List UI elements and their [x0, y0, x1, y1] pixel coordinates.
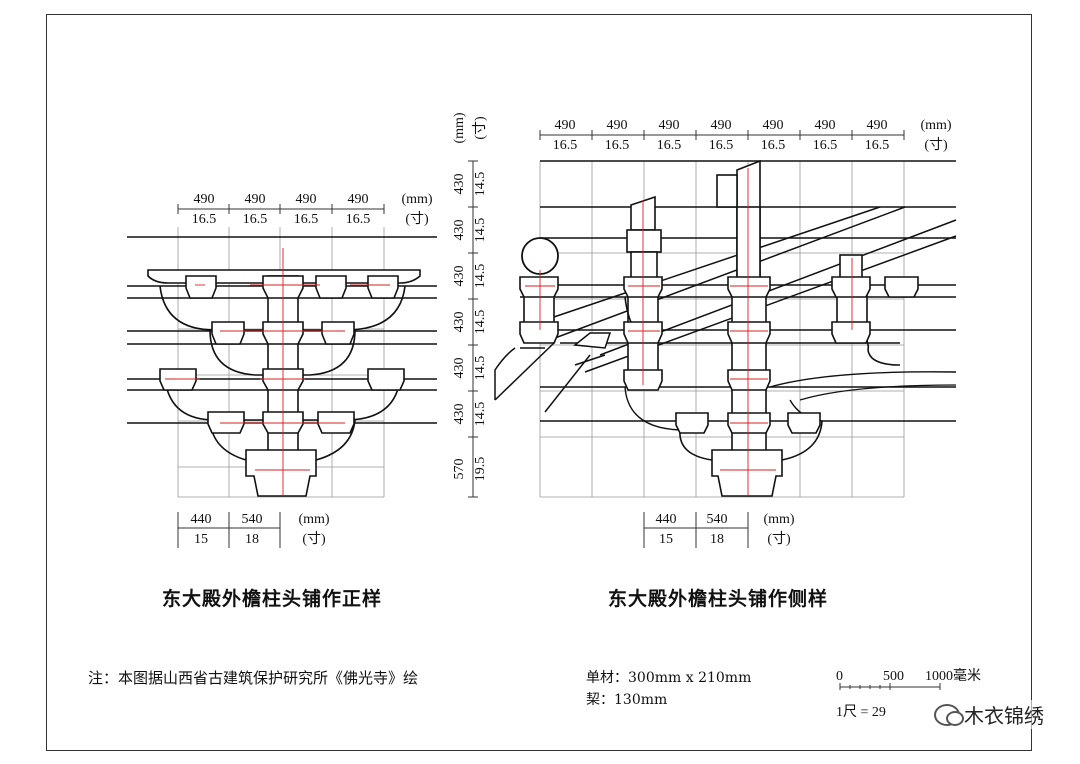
scale-tick-500: 500 — [883, 669, 904, 684]
vscale-mm-6: 430 — [452, 404, 467, 425]
side-top-cun-3: 16.5 — [657, 138, 682, 153]
side-top-cun-2: 16.5 — [605, 138, 630, 153]
wechat-icon — [934, 703, 964, 726]
front-bottom-unit-cun: (寸) — [302, 531, 326, 547]
front-top-cun-4: 16.5 — [346, 212, 371, 227]
front-top-mm-2: 490 — [245, 192, 266, 207]
front-top-unit-mm: (mm) — [401, 192, 432, 207]
side-top-mm-4: 490 — [711, 118, 732, 133]
front-view-caption: 东大殿外檐柱头铺作正样 — [162, 588, 383, 610]
material-dancai: 单材：300mm x 210mm — [586, 670, 752, 686]
side-top-unit-cun: (寸) — [924, 137, 948, 153]
side-bracket-set — [494, 159, 957, 497]
vscale-cun-1: 14.5 — [473, 172, 488, 197]
side-top-mm-1: 490 — [555, 118, 576, 133]
vscale-cun-3: 14.5 — [473, 264, 488, 289]
scale-bar — [839, 683, 941, 690]
front-bottom-unit-mm: (mm) — [298, 512, 329, 527]
material-qi: 栔：130mm — [586, 692, 668, 708]
side-bottom-mm-1: 440 — [656, 512, 677, 527]
front-top-unit-cun: (寸) — [405, 211, 429, 227]
source-note: 注：本图据山西省古建筑保护研究所《佛光寺》绘 — [88, 669, 419, 687]
vscale-mm-3: 430 — [452, 266, 467, 287]
front-bottom-mm-2: 540 — [242, 512, 263, 527]
scale-tick-1000: 1000毫米 — [925, 667, 981, 684]
vscale-mm-4: 430 — [452, 312, 467, 333]
vscale-cun-6: 14.5 — [473, 402, 488, 427]
scale-tick-0: 0 — [836, 669, 843, 684]
side-bottom-cun-2: 18 — [710, 532, 724, 547]
side-bottom-mm-2: 540 — [707, 512, 728, 527]
front-top-cun-1: 16.5 — [192, 212, 217, 227]
side-top-mm-7: 490 — [867, 118, 888, 133]
side-top-cun-5: 16.5 — [761, 138, 786, 153]
side-top-mm-5: 490 — [763, 118, 784, 133]
front-red-centerlines — [165, 248, 390, 495]
side-top-cun-4: 16.5 — [709, 138, 734, 153]
vscale-unit-mm: (mm) — [452, 112, 467, 143]
side-bottom-cun-1: 15 — [659, 532, 673, 547]
side-top-mm-2: 490 — [607, 118, 628, 133]
front-top-cun-2: 16.5 — [243, 212, 268, 227]
dimension-lines — [177, 130, 905, 548]
front-top-mm-3: 490 — [296, 192, 317, 207]
vscale-cun-5: 14.5 — [473, 356, 488, 381]
side-red-centerlines — [525, 168, 853, 495]
front-top-cun-3: 16.5 — [294, 212, 319, 227]
vscale-cun-2: 14.5 — [473, 218, 488, 243]
front-bottom-cun-1: 15 — [194, 532, 208, 547]
scale-chi: 1尺 = 29 — [836, 704, 886, 720]
vscale-cun-7: 19.5 — [473, 457, 488, 482]
side-top-mm-3: 490 — [659, 118, 680, 133]
side-top-unit-mm: (mm) — [920, 118, 951, 133]
front-top-mm-1: 490 — [194, 192, 215, 207]
vscale-cun-4: 14.5 — [473, 310, 488, 335]
front-bottom-mm-1: 440 — [191, 512, 212, 527]
side-top-mm-6: 490 — [815, 118, 836, 133]
front-bottom-cun-2: 18 — [245, 532, 259, 547]
side-top-cun-7: 16.5 — [865, 138, 890, 153]
side-bottom-unit-cun: (寸) — [767, 531, 791, 547]
watermark: 木衣锦绣 — [934, 700, 1044, 729]
side-top-cun-6: 16.5 — [813, 138, 838, 153]
side-bottom-unit-mm: (mm) — [763, 512, 794, 527]
front-top-mm-4: 490 — [348, 192, 369, 207]
drawing-frame — [46, 14, 1032, 751]
vscale-mm-1: 430 — [452, 174, 467, 195]
vscale-mm-2: 430 — [452, 220, 467, 241]
vscale-mm-5: 430 — [452, 358, 467, 379]
vscale-unit-cun: (寸) — [472, 116, 488, 140]
watermark-text: 木衣锦绣 — [964, 704, 1044, 728]
side-view-caption: 东大殿外檐柱头铺作侧样 — [608, 588, 829, 610]
vscale-mm-7: 570 — [452, 459, 467, 480]
front-bracket-set — [127, 236, 437, 497]
side-top-cun-1: 16.5 — [553, 138, 578, 153]
